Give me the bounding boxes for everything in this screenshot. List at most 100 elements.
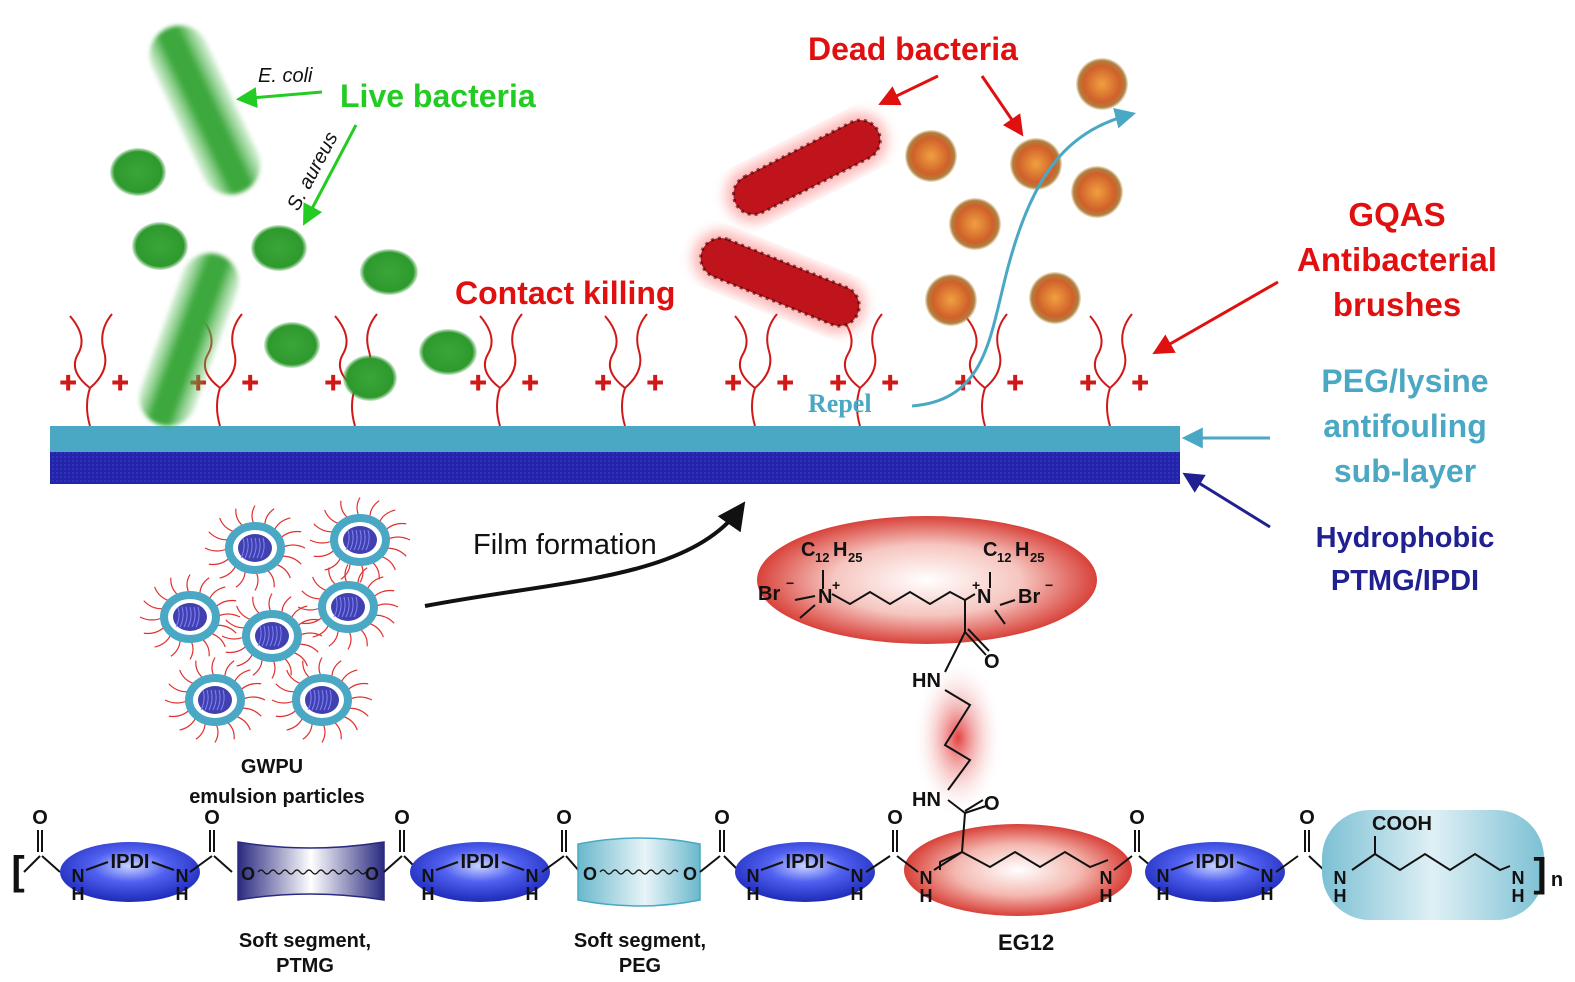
- brush-unit: ++: [954, 313, 1024, 427]
- chem-atom: N: [920, 868, 933, 888]
- cooh-label: COOH: [1372, 813, 1432, 835]
- ipdi-segment: [60, 842, 200, 902]
- s-aureus-coccus: [110, 148, 166, 196]
- repeat-n: n: [1551, 869, 1563, 891]
- peg-lysine-layer: [50, 426, 1180, 452]
- ipdi-label: IPDI: [461, 851, 500, 873]
- chem-atom: H: [920, 886, 933, 906]
- cation-plus: +: [777, 367, 793, 398]
- chem-atom: N: [851, 866, 864, 886]
- ipdi-segment: [735, 842, 875, 902]
- peg-segment: [577, 837, 701, 907]
- chem-atom: N: [1157, 866, 1170, 886]
- soft-peg-label: PEG: [619, 955, 661, 977]
- chem-atom: H: [747, 884, 760, 904]
- svg-text:HN: HN: [912, 670, 941, 692]
- soft-ptmg-label: Soft segment,: [239, 930, 371, 952]
- chem-atom: N: [747, 866, 760, 886]
- gqas-line-2: Antibacterial: [1297, 241, 1497, 278]
- chem-atom: H: [72, 884, 85, 904]
- chem-atom: O: [887, 807, 903, 829]
- svg-text:O: O: [984, 651, 1000, 673]
- cation-plus: +: [60, 367, 76, 398]
- eg12-head-glow: [757, 516, 1097, 644]
- s-aureus-coccus: [360, 249, 418, 295]
- chem-atom: N: [1100, 868, 1113, 888]
- e-coli-arrow: [235, 87, 323, 109]
- chem-atom: N: [526, 866, 539, 886]
- cation-plus: +: [112, 367, 128, 398]
- gqas-line-1: GQAS: [1348, 196, 1445, 233]
- svg-text:HN: HN: [912, 789, 941, 811]
- svg-text:+: +: [972, 577, 980, 593]
- svg-text:Br: Br: [1018, 586, 1040, 608]
- chem-atom: O: [365, 864, 379, 884]
- gwpu-particle: [221, 593, 323, 679]
- chem-atom: O: [714, 807, 730, 829]
- chem-atom: N: [1512, 868, 1525, 888]
- svg-text:+: +: [832, 577, 840, 593]
- dead-bacteria-group: [692, 58, 1128, 334]
- live-bacteria-label: Live bacteria: [340, 78, 536, 114]
- svg-text:Br: Br: [758, 583, 780, 605]
- svg-text:H: H: [1015, 539, 1029, 561]
- chem-atom: O: [32, 807, 48, 829]
- chem-atom: H: [1157, 884, 1170, 904]
- peg-line-2: antifouling: [1323, 408, 1487, 444]
- brush-unit: ++: [594, 313, 664, 427]
- svg-text:N: N: [818, 586, 832, 608]
- s-aureus-coccus: [419, 329, 477, 375]
- gwpu-particles: [139, 497, 411, 743]
- chem-atom: N: [1334, 868, 1347, 888]
- dead-coccus: [1076, 58, 1128, 110]
- cation-plus: +: [830, 367, 846, 398]
- dead-coccus: [925, 274, 977, 326]
- svg-text:EG12: EG12: [998, 930, 1054, 955]
- gqas-label: GQAS Antibacterial brushes: [1297, 196, 1497, 323]
- svg-text:N: N: [977, 586, 991, 608]
- svg-text:C: C: [801, 539, 815, 561]
- chem-atom: H: [176, 884, 189, 904]
- gwpu-particle: [139, 574, 241, 660]
- gqas-arrow: [1152, 280, 1279, 355]
- cation-plus: +: [470, 367, 486, 398]
- dead-rod-bottom: [692, 230, 866, 334]
- dead-coccus: [1071, 166, 1123, 218]
- cation-plus: +: [955, 367, 971, 398]
- contact-killing-label: Contact killing: [455, 275, 675, 311]
- gwpu-label-2: emulsion particles: [189, 786, 365, 808]
- s-aureus-label: S. aureus: [283, 128, 343, 214]
- dead-coccus: [949, 198, 1001, 250]
- svg-text:12: 12: [815, 550, 829, 565]
- s-aureus-coccus: [343, 355, 397, 401]
- film-formation-arrow: [424, 501, 746, 608]
- soft-ptmg-label: PTMG: [276, 955, 334, 977]
- chem-atom: H: [1334, 886, 1347, 906]
- cation-plus: +: [595, 367, 611, 398]
- cation-plus: +: [1080, 367, 1096, 398]
- gqas-line-3: brushes: [1333, 286, 1461, 323]
- cation-plus: +: [325, 367, 341, 398]
- chem-atom: N: [176, 866, 189, 886]
- gwpu-particle: [164, 657, 266, 743]
- gqas-brushes: ++++++++++++++++++: [59, 313, 1149, 427]
- svg-text:−: −: [1045, 577, 1053, 593]
- brush-unit: ++: [829, 313, 899, 427]
- s-aureus-arrow: [303, 124, 358, 226]
- chem-atom: H: [1100, 886, 1113, 906]
- ipdi-segment: [1145, 842, 1285, 902]
- dead-coccus: [905, 130, 957, 182]
- peg-lysine-label: PEG/lysine antifouling sub-layer: [1321, 363, 1488, 489]
- brush-unit: ++: [469, 313, 539, 427]
- dead-arrow-rod: [878, 74, 939, 106]
- hydrophobic-label: Hydrophobic PTMG/IPDI: [1316, 522, 1495, 597]
- dead-coccus: [1010, 138, 1062, 190]
- chem-atom: O: [1299, 807, 1315, 829]
- ipdi-label: IPDI: [1196, 851, 1235, 873]
- chem-atom: H: [422, 884, 435, 904]
- hydro-line-2: PTMG/IPDI: [1331, 565, 1479, 597]
- dead-rod-top: [725, 112, 888, 223]
